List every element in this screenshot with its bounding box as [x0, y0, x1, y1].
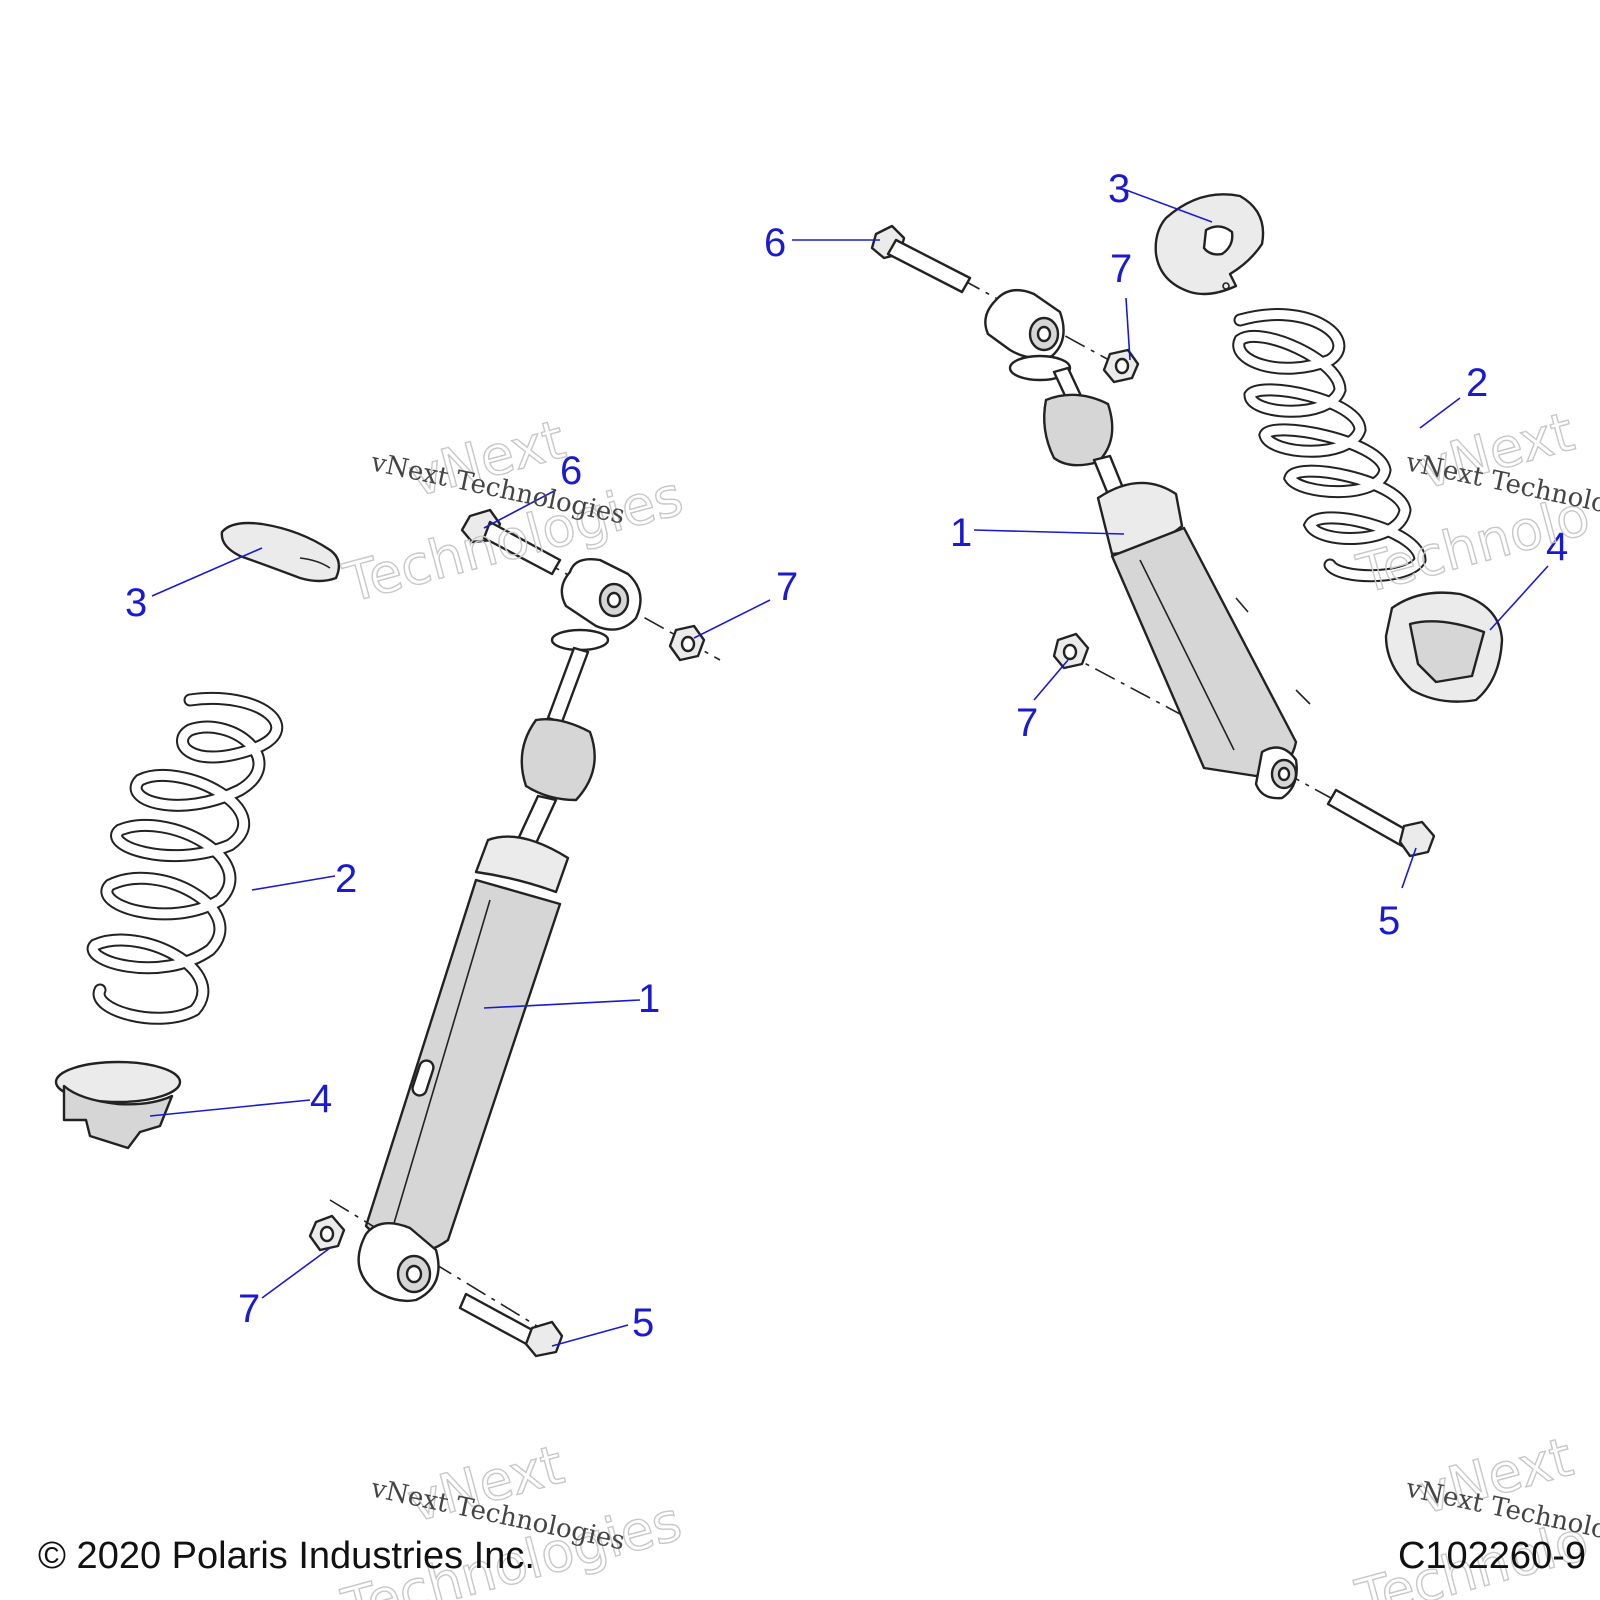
left-bottom-eye — [357, 1222, 440, 1303]
callout-left-2: 2 — [335, 857, 357, 901]
left-coil-spring — [86, 692, 284, 1025]
callout-right-3: 3 — [1108, 167, 1130, 211]
callout-right-7-bottom: 7 — [1016, 701, 1038, 745]
right-bolt-bottom — [1326, 788, 1436, 858]
left-shock-body — [364, 835, 570, 1255]
callout-right-1: 1 — [950, 511, 972, 555]
right-coil-spring — [1232, 308, 1427, 583]
callout-numbers: 3 2 4 1 5 6 7 7 3 2 4 1 5 6 7 7 — [125, 167, 1568, 1345]
left-shock-shaft-upper — [546, 646, 590, 724]
callout-right-7-top: 7 — [1110, 247, 1132, 291]
left-shock-assembly — [54, 508, 721, 1358]
copyright-text: © 2020 Polaris Industries Inc. — [38, 1535, 535, 1577]
leader-lines — [149, 189, 1549, 1347]
callout-right-5: 5 — [1378, 899, 1400, 943]
right-spring-retainer — [1154, 193, 1265, 296]
right-bolt-top — [870, 224, 972, 294]
callout-left-4: 4 — [310, 1077, 332, 1121]
left-bolt-top — [460, 508, 562, 576]
callout-right-2: 2 — [1466, 361, 1488, 405]
callout-left-3: 3 — [125, 581, 147, 625]
right-shock-assembly — [870, 193, 1504, 858]
right-nut-bottom — [1052, 632, 1090, 670]
left-bump-stop — [520, 718, 596, 802]
right-lower-spring-seat — [1384, 591, 1504, 703]
left-lower-spring-seat — [54, 1060, 182, 1150]
callout-left-7-top: 7 — [776, 565, 798, 609]
callout-right-6: 6 — [764, 221, 786, 265]
left-nut-top — [668, 624, 706, 662]
right-top-eye — [984, 288, 1072, 382]
callout-left-5: 5 — [632, 1301, 654, 1345]
right-bottom-eye — [1254, 746, 1298, 800]
left-top-eye — [550, 558, 642, 652]
right-shock-body — [1096, 481, 1311, 778]
left-nut-bottom — [308, 1214, 346, 1252]
callout-right-4: 4 — [1546, 525, 1568, 569]
right-bump-stop — [1043, 393, 1114, 467]
callout-left-6: 6 — [560, 449, 582, 493]
left-spring-retainer — [220, 521, 341, 583]
callout-left-7-bottom: 7 — [238, 1287, 260, 1331]
right-nut-top — [1102, 348, 1140, 384]
figure-id: C102260-9 — [1398, 1535, 1586, 1577]
callout-left-1: 1 — [638, 977, 660, 1021]
left-bolt-bottom — [458, 1292, 564, 1358]
